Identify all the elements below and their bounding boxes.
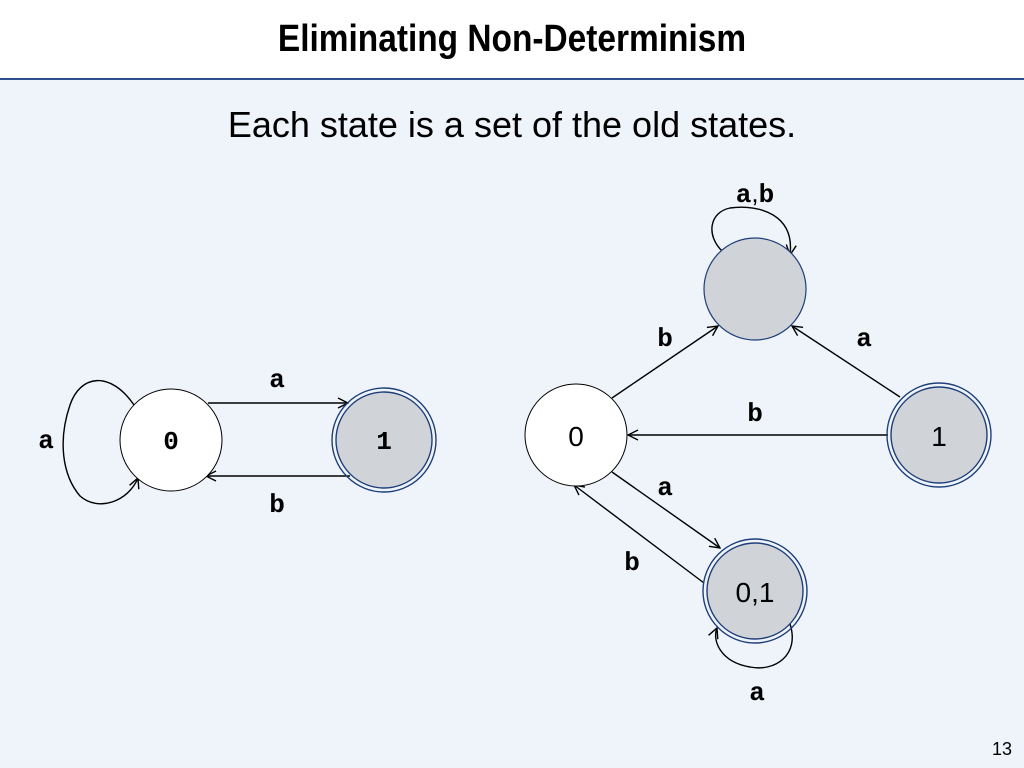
nfa-diagram: a a b 0 1: [38, 365, 437, 520]
nfa-state-q0: [119, 388, 223, 492]
nfa-state-q1: [335, 391, 433, 489]
nfa-self-loop-q0-label: a: [38, 426, 54, 456]
dfa-edge-s0-empty: [611, 326, 718, 399]
page-number: 13: [991, 739, 1012, 759]
nfa-state-q1-ring: [331, 387, 437, 493]
dfa-edge-s1-empty-label: a: [856, 324, 872, 354]
title-bar: [0, 0, 1024, 80]
dfa-state-s01-ring: [702, 538, 808, 644]
nfa-edge-q0-q1-label: a: [269, 365, 285, 395]
dfa-edge-s0-s01: [611, 471, 720, 548]
dfa-self-loop-empty-label: a,b: [736, 178, 774, 210]
dfa-self-loop-empty: [711, 206, 791, 255]
dfa-state-s01: [706, 542, 804, 640]
nfa-state-q1-label: 1: [376, 427, 392, 457]
dfa-edge-s0-empty-label: b: [657, 324, 673, 354]
dfa-state-s0-label: 0: [568, 421, 584, 452]
dfa-edge-s0-s01-label: a: [657, 473, 673, 503]
slide-subtitle: Each state is a set of the old states.: [227, 104, 797, 145]
dfa-edge-s01-s0-label: b: [624, 548, 640, 578]
dfa-state-s0: [524, 383, 628, 487]
nfa-edge-q1-q0-label: b: [269, 490, 285, 520]
nfa-state-q0-label: 0: [163, 427, 179, 457]
nfa-self-loop-q0: [62, 379, 138, 505]
dfa-edge-s1-s0-label: b: [747, 399, 763, 429]
dfa-state-s1: [890, 386, 988, 484]
dfa-edge-s1-empty: [792, 326, 901, 398]
dfa-self-loop-s01: [716, 623, 793, 669]
dfa-state-s1-ring: [886, 382, 992, 488]
slide-title: Eliminating Non-Determinism: [277, 18, 747, 60]
dfa-state-s01-label: 0,1: [736, 577, 775, 608]
dfa-self-loop-s01-label: a: [749, 678, 765, 708]
dfa-state-empty: [703, 237, 807, 341]
dfa-edge-s01-s0: [574, 485, 705, 584]
dfa-state-s1-label: 1: [931, 421, 947, 452]
dfa-diagram: a,b b a b a b a 0 1 0,1: [524, 178, 992, 708]
